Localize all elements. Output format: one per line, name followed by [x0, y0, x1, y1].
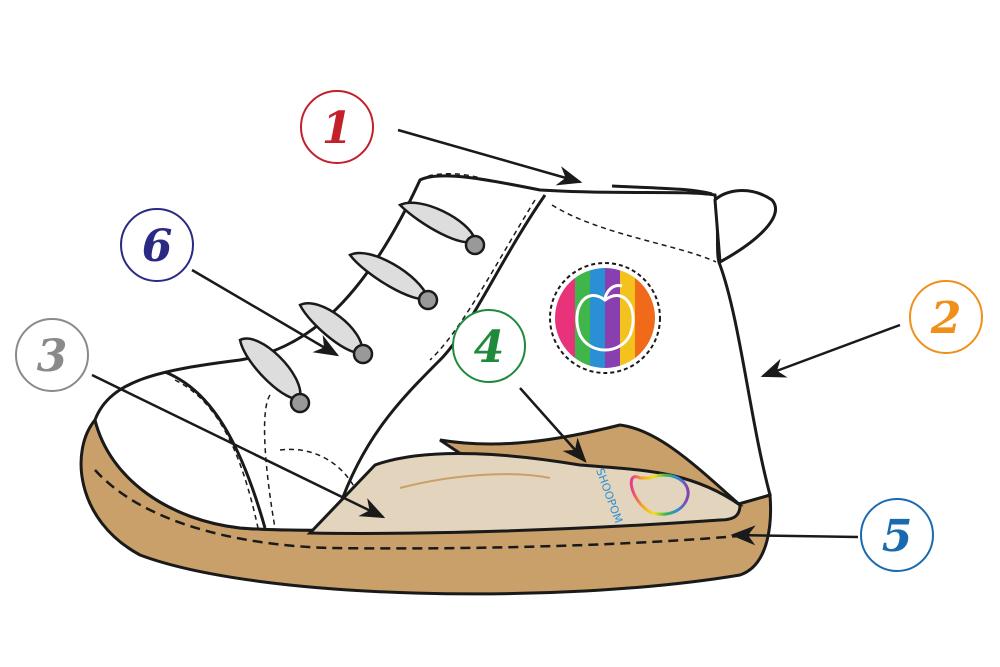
eyelets	[289, 234, 486, 414]
callout-6: 6	[120, 208, 194, 282]
heel-tab	[713, 189, 777, 265]
callout-4: 4	[452, 309, 526, 383]
arrow-2	[760, 323, 901, 378]
eyestay-seam	[333, 194, 547, 521]
callout-arrows	[91, 128, 901, 546]
arrow-6	[191, 268, 340, 357]
arrow-4	[519, 387, 587, 463]
callout-3: 3	[15, 318, 89, 392]
callout-1: 1	[300, 90, 374, 164]
svg-text:1: 1	[322, 103, 353, 154]
svg-text:6: 6	[142, 221, 173, 272]
svg-text:5: 5	[882, 511, 913, 562]
sole-stitching	[94, 469, 751, 550]
arrow-3	[91, 373, 386, 519]
svg-text:3: 3	[37, 331, 68, 382]
arrow-5	[730, 525, 859, 546]
callout-5: 5	[860, 498, 934, 572]
callout-2: 2	[909, 280, 983, 354]
laces	[238, 201, 477, 400]
svg-text:2: 2	[930, 293, 962, 344]
arrow-1	[397, 128, 583, 186]
toe-cap-seam	[164, 370, 267, 529]
svg-text:4: 4	[474, 322, 505, 373]
insole	[306, 451, 742, 535]
